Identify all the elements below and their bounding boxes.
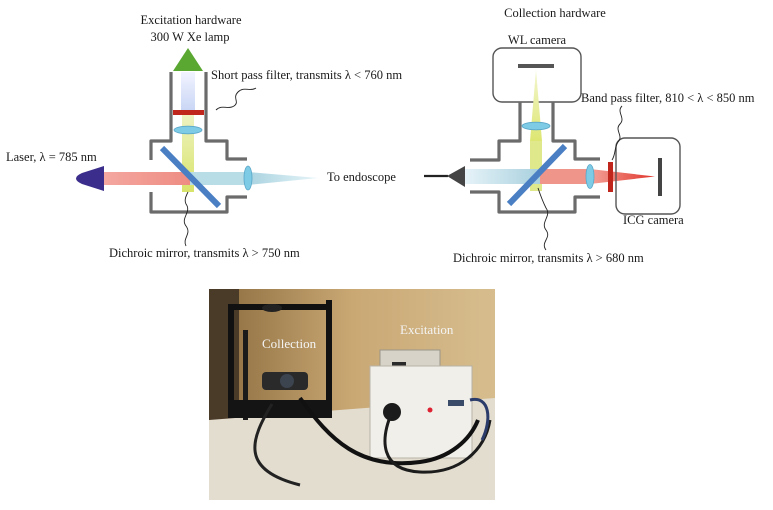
photo-cable-1	[298, 396, 480, 466]
photo-excitation-label: Excitation	[400, 322, 454, 337]
photo-cable-3	[253, 403, 301, 487]
excitation-housing	[149, 72, 247, 214]
laser-label: Laser, λ = 785 nm	[6, 150, 97, 164]
lamp-beam-upper	[181, 72, 195, 110]
excitation-dichroic-mirror	[159, 145, 222, 209]
band-pass-leader	[611, 105, 623, 161]
photo-cable-blue	[469, 397, 490, 441]
hardware-photo: Collection Excitation	[209, 289, 495, 500]
collection-title: Collection hardware	[504, 6, 606, 20]
wl-camera-label: WL camera	[508, 33, 567, 47]
collection-dichroic-mirror	[506, 143, 568, 207]
excitation-dichroic-label: Dichroic mirror, transmits λ > 750 nm	[109, 246, 300, 260]
collection-lens-output	[585, 164, 595, 189]
collection-lens-vertical	[521, 121, 551, 131]
collection-dichroic-label: Dichroic mirror, transmits λ > 680 nm	[453, 251, 644, 265]
short-pass-filter	[173, 110, 204, 115]
to-endoscope-label: To endoscope	[327, 170, 396, 184]
icg-beam-taper	[590, 169, 655, 184]
collection-dichroic-leader	[537, 187, 549, 251]
excitation-lens-output	[243, 165, 253, 191]
band-pass-filter	[608, 162, 613, 192]
laser-head-icon	[76, 166, 104, 191]
excitation-title: Excitation hardware	[141, 13, 242, 27]
icg-beam	[540, 169, 590, 184]
icg-camera-box	[615, 137, 681, 215]
excitation-unit	[369, 349, 473, 459]
excitation-diagram: Excitation hardware 300 W Xe lamp Short …	[6, 13, 402, 260]
collection-diagram: Collection hardware WL camera Band pass …	[424, 6, 755, 265]
excitation-lens-vertical	[173, 125, 203, 135]
photo-collection-label: Collection	[262, 336, 317, 351]
wl-beam-taper	[530, 70, 542, 141]
photo-cable-2	[383, 411, 492, 474]
wl-sensor	[518, 64, 554, 68]
icg-sensor	[658, 158, 662, 196]
output-beam-taper	[248, 172, 318, 185]
short-pass-leader	[215, 87, 257, 111]
incoming-beam	[465, 169, 540, 184]
xe-lamp-icon	[173, 48, 203, 71]
laser-beam	[104, 172, 190, 185]
band-pass-label: Band pass filter, 810 < λ < 850 nm	[581, 91, 755, 105]
combined-beam	[190, 172, 248, 185]
excitation-dichroic-leader	[183, 191, 189, 247]
endoscope-input-icon	[447, 166, 465, 187]
lamp-label: 300 W Xe lamp	[150, 30, 229, 44]
short-pass-label: Short pass filter, transmits λ < 760 nm	[211, 68, 402, 82]
collection-housing	[470, 102, 600, 214]
icg-camera-label: ICG camera	[623, 213, 684, 227]
